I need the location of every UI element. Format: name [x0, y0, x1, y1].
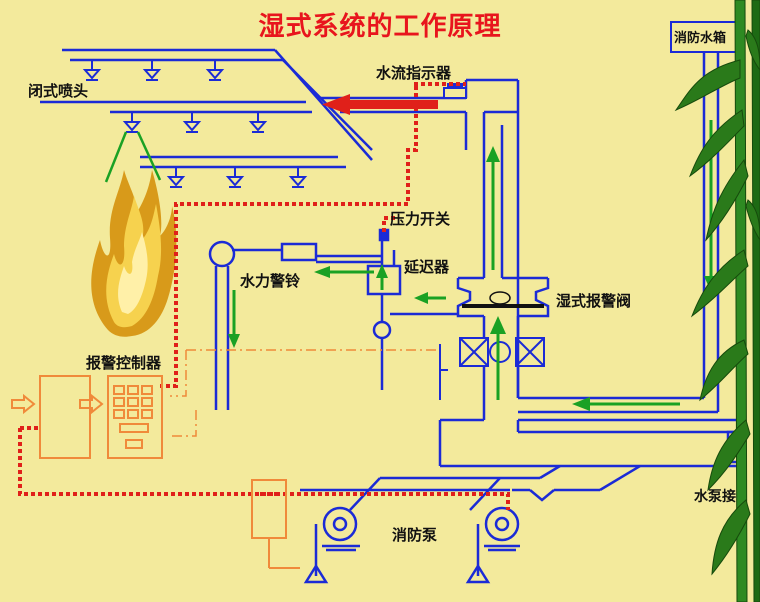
flow-indicator-device — [443, 83, 467, 99]
sprinkler-spray — [104, 131, 162, 183]
flow-arrows — [228, 120, 718, 411]
wet-alarm-valve-body — [456, 276, 550, 338]
fire-pumps — [303, 506, 520, 584]
bamboo-decoration — [674, 0, 760, 602]
label-pump-adapter: 水泵接 — [694, 489, 736, 505]
alarm-line-pipes — [208, 228, 458, 410]
label-fire-pump: 消防泵 — [392, 526, 438, 544]
label-fire-water-tank: 消防水箱 — [674, 31, 727, 46]
page-title: 湿式系统的工作原理 — [258, 12, 502, 42]
label-pressure-switch: 压力开关 — [390, 210, 451, 228]
label-closed-sprinkler: 闭式喷头 — [28, 82, 89, 100]
sprinkler-heads — [82, 60, 308, 188]
label-flow-indicator: 水流指示器 — [376, 64, 452, 82]
main-flow-arrow — [322, 94, 438, 115]
fire-flame — [91, 170, 177, 337]
alarm-controller-panels — [11, 375, 300, 569]
label-delay-device: 延迟器 — [404, 258, 450, 276]
label-water-gong: 水力警铃 — [240, 272, 301, 290]
fire-water-tank-box — [670, 21, 744, 53]
sprinkler-pipes — [40, 48, 520, 398]
pump-pipes — [300, 464, 641, 511]
label-wet-alarm-valve: 湿式报警阀 — [556, 292, 632, 310]
signal-lines — [18, 82, 510, 510]
label-alarm-controller: 报警控制器 — [86, 354, 162, 372]
gate-valves — [439, 337, 545, 400]
hydraulic-signal-line — [170, 349, 440, 437]
